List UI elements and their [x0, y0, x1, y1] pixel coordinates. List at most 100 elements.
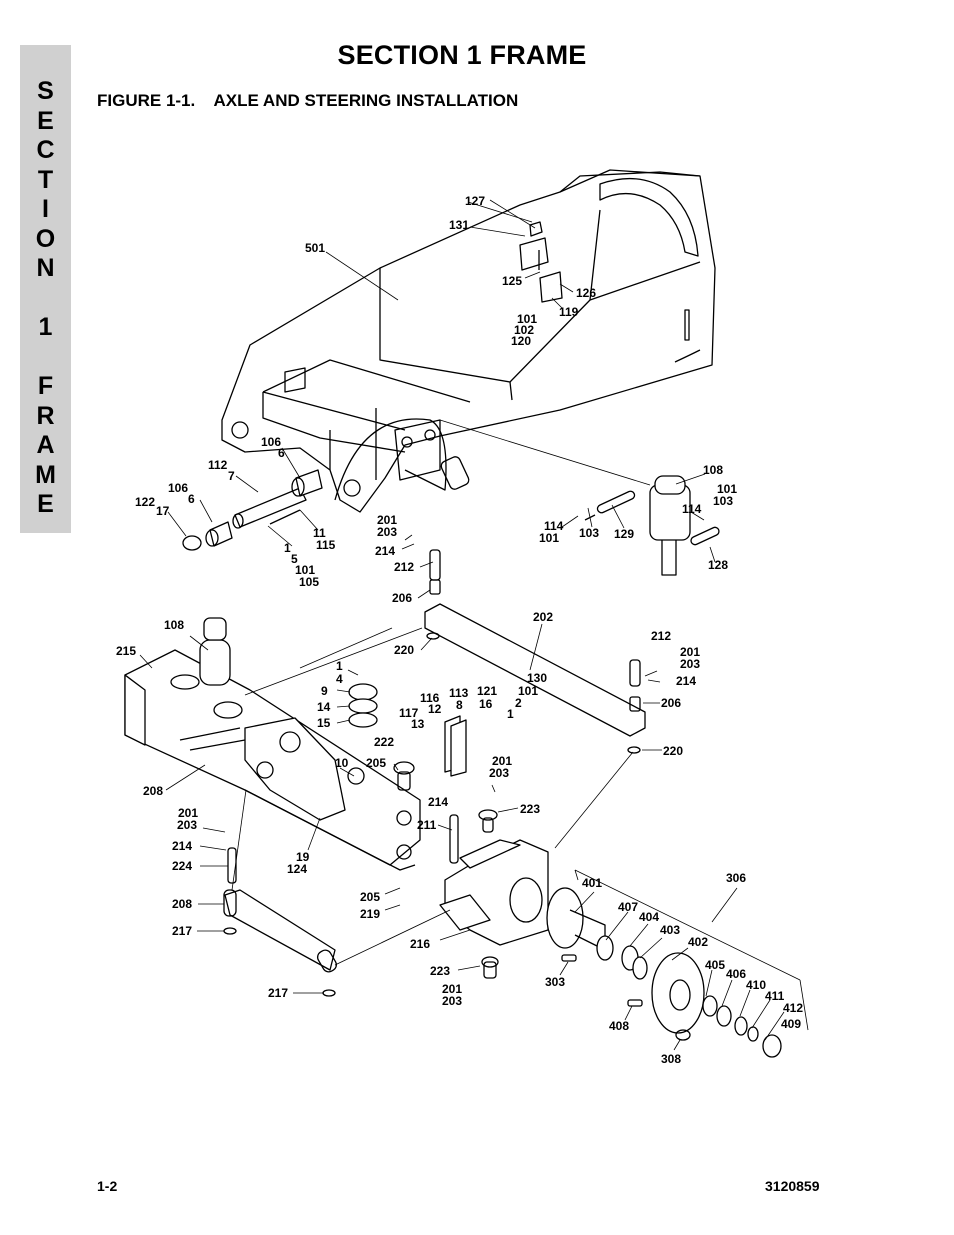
callout: 103: [579, 526, 599, 540]
callout: 108: [164, 618, 184, 632]
callout: 130: [527, 671, 547, 685]
callout: 306: [726, 871, 746, 885]
callout: 203: [442, 994, 462, 1008]
section-title: SECTION 1 FRAME: [337, 40, 587, 70]
callout: 116: [420, 691, 440, 705]
callout: 119: [559, 305, 579, 319]
callout: 108: [703, 463, 723, 477]
callout: 217: [172, 924, 192, 938]
leader-lines: [139, 199, 809, 1051]
callout: 127: [465, 194, 485, 208]
callout: 17: [156, 504, 170, 518]
callout: 101: [517, 312, 537, 326]
callout: 131: [449, 218, 469, 232]
side-tab-letter: N: [36, 254, 55, 282]
document-number: 3120859: [765, 1178, 820, 1194]
callout: 1: [336, 659, 343, 673]
callout: 211: [417, 818, 437, 832]
callout: 223: [520, 802, 540, 816]
callout: 303: [545, 975, 565, 989]
callout: 1: [507, 707, 514, 721]
callout: 112: [208, 458, 228, 472]
axle-assembly: [124, 617, 421, 871]
callout: 401: [582, 876, 602, 890]
callout: 9: [321, 684, 328, 698]
callout: 203: [680, 657, 700, 671]
callout: 4: [336, 672, 343, 686]
callout: 203: [377, 525, 397, 539]
callout: 215: [116, 644, 136, 658]
callout: 101: [539, 531, 559, 545]
callout: 7: [228, 469, 235, 483]
callout: 404: [639, 910, 659, 924]
callout: 101: [717, 482, 737, 496]
steering-cylinder-upper: [584, 475, 720, 576]
callout: 406: [726, 967, 746, 981]
callout: 103: [713, 494, 733, 508]
callout: 205: [366, 756, 386, 770]
side-tab-letter: A: [36, 431, 55, 459]
callout: 408: [609, 1019, 629, 1033]
callout: 201: [178, 806, 198, 820]
callout: 117: [399, 706, 419, 720]
callout: 208: [172, 897, 192, 911]
callout: 6: [278, 446, 285, 460]
callout: 208: [143, 784, 163, 798]
callout: 214: [676, 674, 696, 688]
callout: 114: [682, 502, 702, 516]
callout: 220: [663, 744, 683, 758]
figure-title: FIGURE 1-1. AXLE AND STEERING INSTALLATI…: [97, 91, 519, 110]
callout: 403: [660, 923, 680, 937]
callout: 115: [316, 538, 336, 552]
callout: 201: [680, 645, 700, 659]
callout: 101: [518, 684, 538, 698]
callout: 13: [411, 717, 425, 731]
callout: 216: [410, 937, 430, 951]
side-tab-letter: E: [37, 106, 54, 135]
callout: 113: [449, 686, 469, 700]
callout: 402: [688, 935, 708, 949]
callout: 126: [576, 286, 596, 300]
callout: 120: [511, 334, 531, 348]
diagram-drawing: [124, 169, 809, 1058]
callout: 501: [305, 241, 325, 255]
callout: 201: [377, 513, 397, 527]
callout: 214: [428, 795, 448, 809]
side-tab-letter: T: [37, 165, 54, 194]
callout: 124: [287, 862, 307, 876]
callout: 128: [708, 558, 728, 572]
callout: 125: [502, 274, 522, 288]
callout: 102: [514, 323, 534, 337]
callout: 409: [781, 1017, 801, 1031]
callout: 5: [291, 552, 298, 566]
callout: 129: [614, 527, 634, 541]
callout: 114: [544, 519, 564, 533]
callout: 6: [188, 492, 195, 506]
callout: 219: [360, 907, 380, 921]
callout: 105: [299, 575, 319, 589]
callout: 214: [375, 544, 395, 558]
side-tab-letter: 1: [38, 313, 53, 341]
callout: 407: [618, 900, 638, 914]
main-frame: [221, 169, 716, 513]
callout: 217: [268, 986, 288, 1000]
side-tab-letter: E: [37, 490, 54, 518]
callout: 203: [489, 766, 509, 780]
page-number: 1-2: [97, 1178, 118, 1194]
callout: 14: [317, 700, 331, 714]
steering-knuckle: [439, 809, 549, 979]
pivot-pin-parts: [182, 469, 323, 551]
steering-cylinder-lower: [223, 847, 338, 997]
callout: 205: [360, 890, 380, 904]
callout: 212: [394, 560, 414, 574]
callout: 1: [284, 541, 291, 555]
callout: 201: [442, 982, 462, 996]
callout: 411: [765, 989, 785, 1003]
side-tab-letter: I: [42, 195, 49, 223]
callout: 201: [492, 754, 512, 768]
callout: 106: [261, 435, 281, 449]
callout: 101: [295, 563, 315, 577]
tie-rod: [424, 549, 646, 754]
callout: 2: [515, 696, 522, 710]
callout: 308: [661, 1052, 681, 1066]
